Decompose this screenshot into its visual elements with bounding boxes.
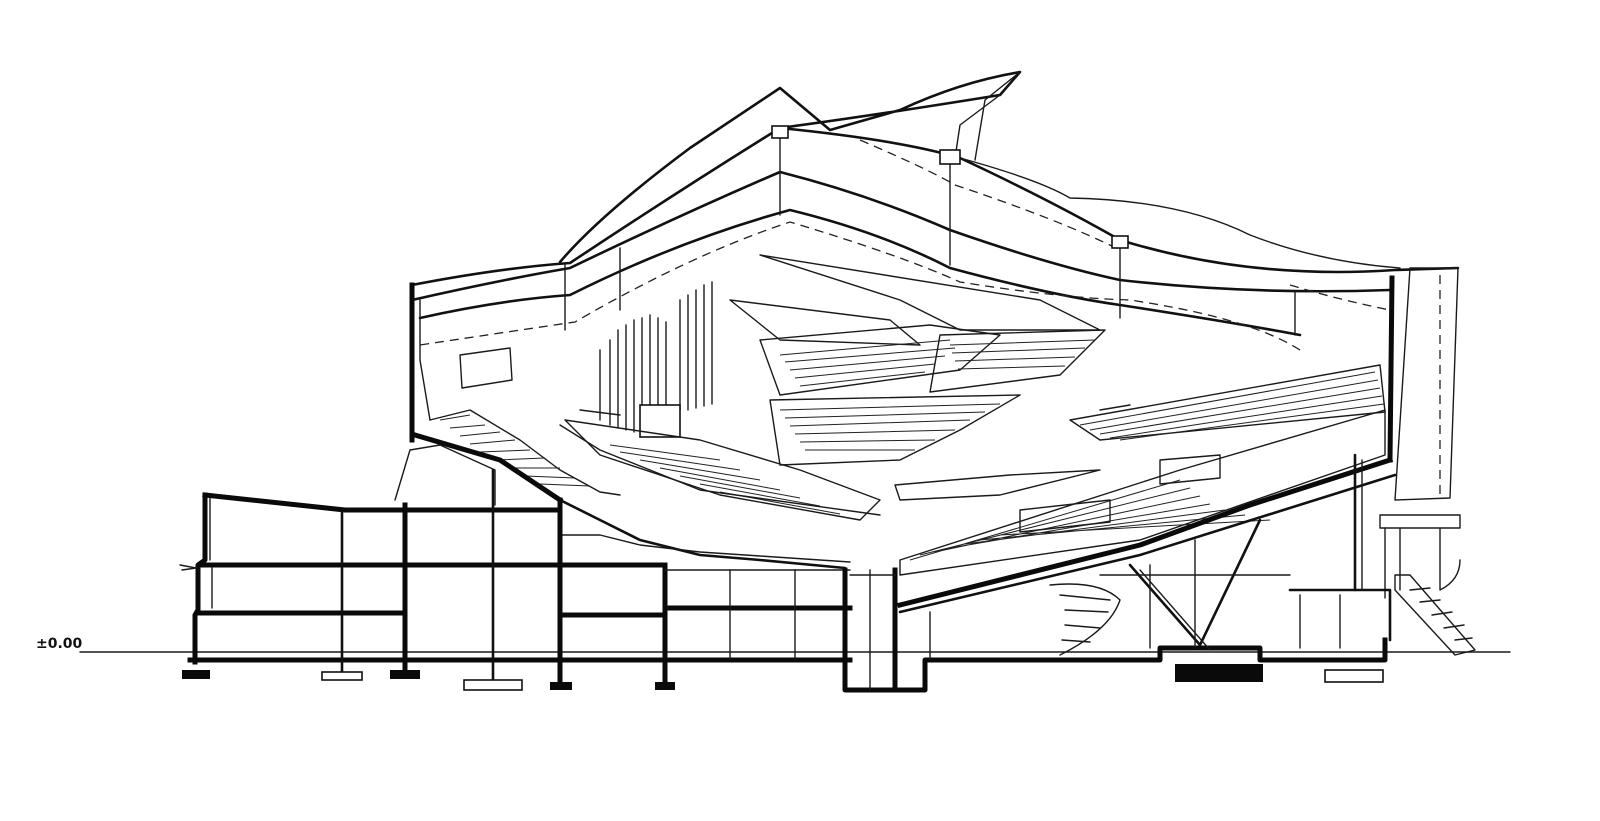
outer-walls — [409, 267, 1461, 599]
ground-datum: ±0.00 — [36, 636, 1511, 653]
seating-blocks — [429, 324, 1386, 576]
foyer-levels — [179, 444, 1476, 693]
level-label: ±0.00 — [36, 636, 83, 652]
auditorium-floor — [411, 431, 1397, 614]
organ — [579, 281, 713, 438]
roof-structure — [410, 70, 1460, 351]
foundations — [182, 664, 1384, 691]
